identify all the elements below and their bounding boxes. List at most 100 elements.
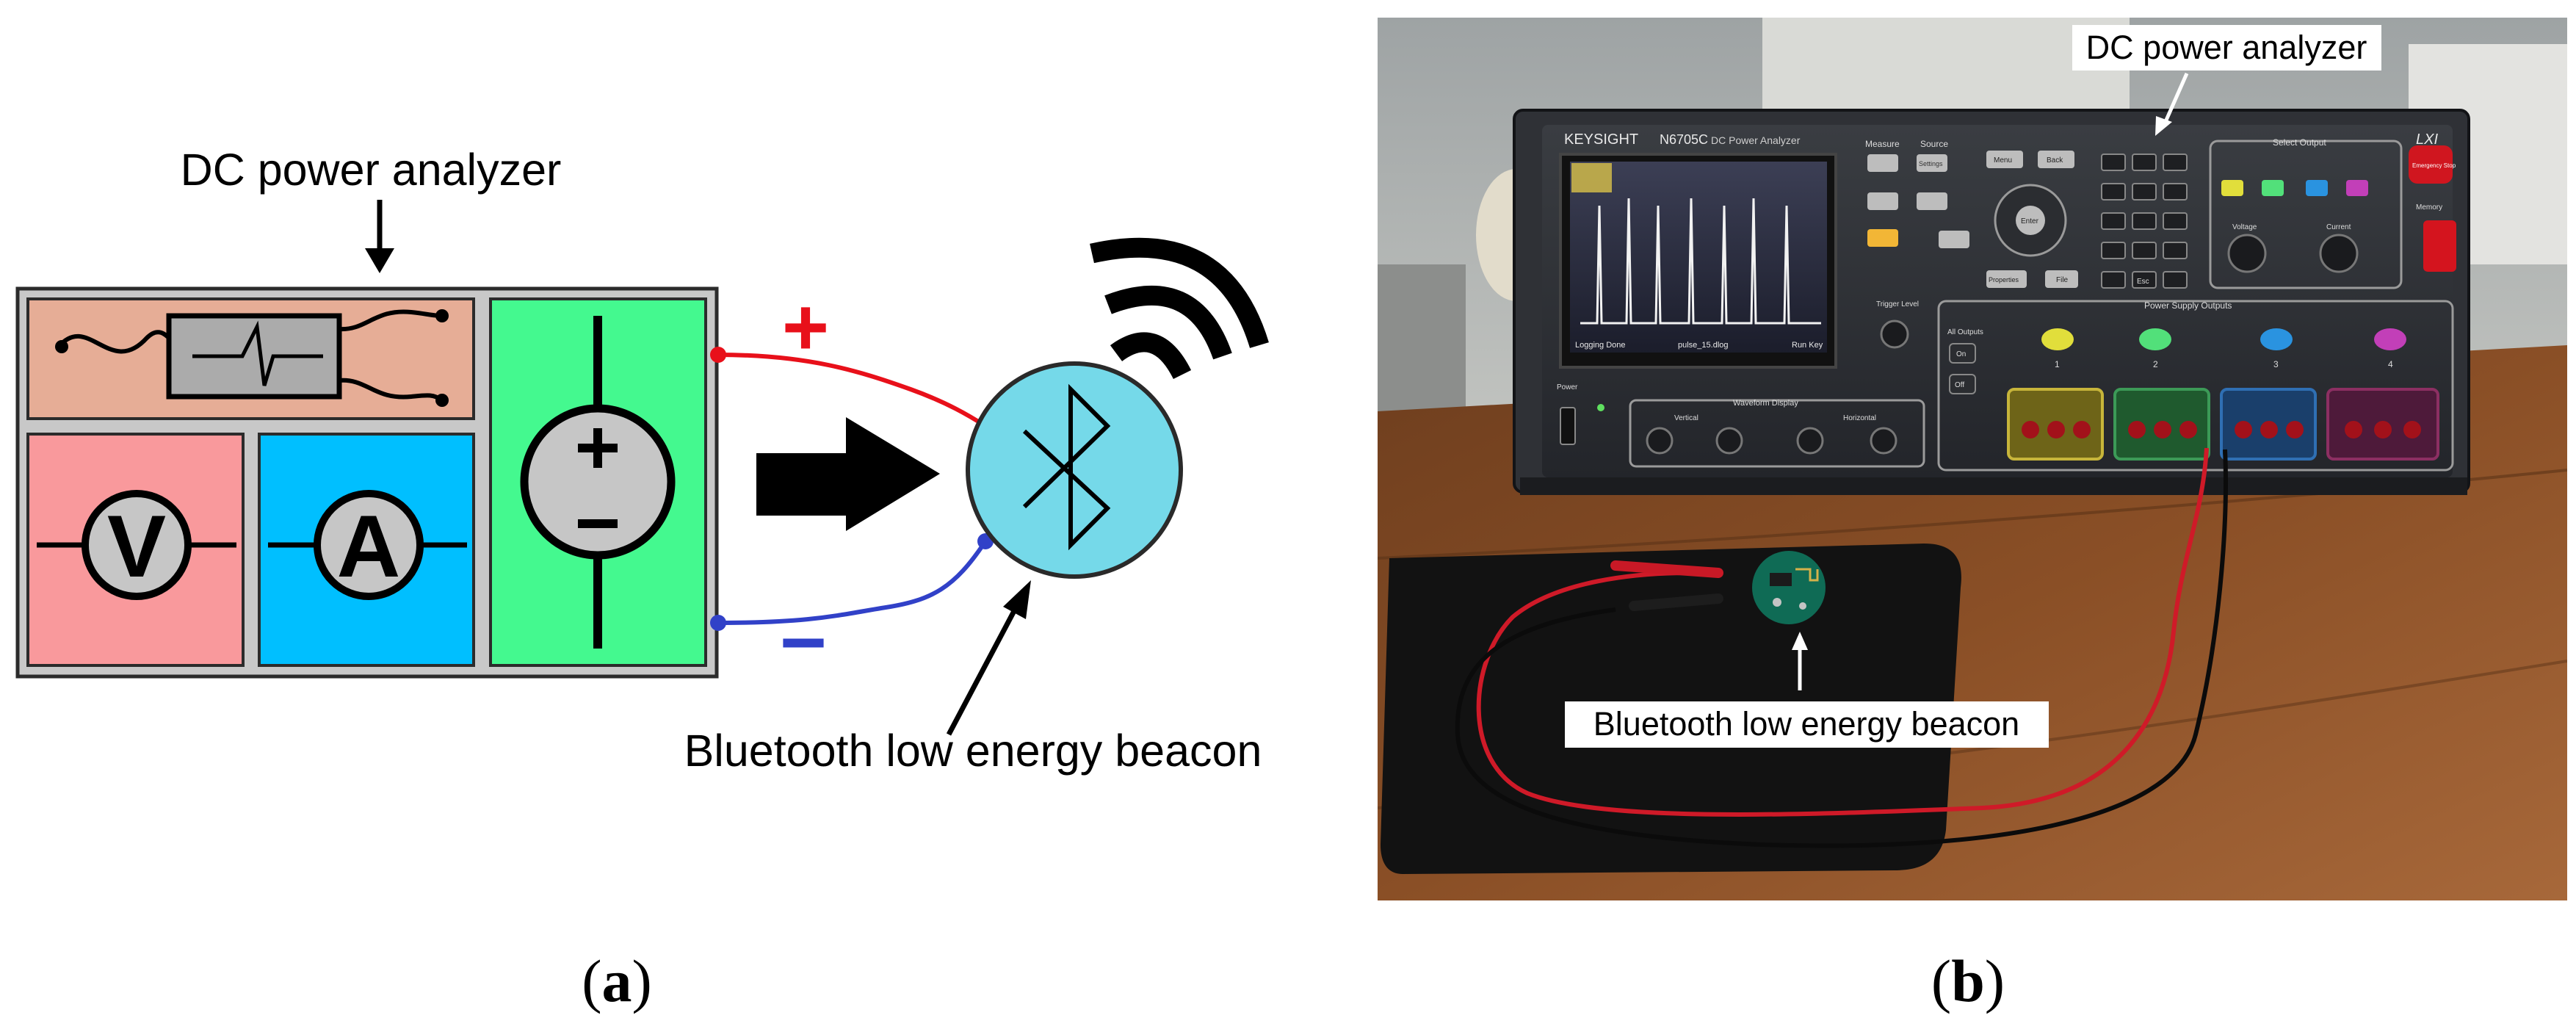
bluetooth-icon	[1022, 383, 1111, 551]
brand-text: KEYSIGHT	[1564, 131, 1638, 148]
back-label: Back	[2047, 156, 2063, 165]
ammeter-icon: A	[268, 490, 467, 600]
caption-a: (a)	[582, 947, 652, 1014]
voltage-knob	[2227, 234, 2267, 273]
horizontal-label: Horizontal	[1843, 414, 1876, 422]
all-outputs-label: All Outputs	[1947, 328, 1983, 336]
measure-button-1	[1867, 154, 1898, 172]
keypad	[2101, 154, 2188, 289]
low-pass-filter-icon	[55, 309, 449, 407]
channel-3-number: 3	[2273, 359, 2279, 369]
file-button	[2045, 270, 2078, 288]
source-button-3	[1939, 231, 1969, 248]
power-switch	[1560, 407, 1576, 445]
beacon-board	[1752, 551, 1826, 624]
waveform-display-panel	[1629, 399, 1925, 468]
all-on-button	[1949, 343, 1976, 364]
emergency-stop-button	[2409, 145, 2453, 184]
source-label: Source	[1920, 139, 1948, 149]
ammeter-block: A	[258, 433, 475, 667]
waveform-knob-3	[1796, 427, 1824, 455]
beacon-label-b: Bluetooth low energy beacon	[1593, 705, 2019, 743]
esc-label: Esc	[2137, 278, 2149, 286]
screen-run: Run Key	[1792, 341, 1823, 350]
output-channel-3: 3	[2220, 328, 2317, 461]
beacon-pointer-arrow	[946, 580, 1031, 736]
ammeter-letter: A	[337, 497, 401, 596]
arrow-right-icon	[756, 417, 940, 531]
channel-3-select	[2306, 180, 2328, 196]
source-button-2	[1917, 192, 1947, 210]
menu-label: Menu	[1994, 156, 2012, 165]
file-label: File	[2056, 276, 2069, 284]
low-pass-filter-block	[26, 297, 475, 420]
waveform-knob-1	[1646, 427, 1674, 455]
model-text: N6705C	[1660, 132, 1708, 147]
voltmeter-block: V	[26, 433, 245, 667]
plus-sign: +	[782, 282, 829, 372]
waveform-knob-2	[1715, 427, 1743, 455]
power-label: Power	[1557, 383, 1578, 391]
panel-a-diagram: DC power analyzer	[15, 145, 1269, 1014]
waveform-display-label: Waveform Display	[1733, 399, 1798, 408]
screen-file: pulse_15.dlog	[1678, 341, 1729, 350]
channel-2-select	[2262, 180, 2284, 196]
panel-b-photo: KEYSIGHT N6705C DC Power Analyzer LXI Lo…	[1378, 18, 2567, 1014]
current-knob	[2319, 234, 2359, 273]
caption-b-letter: b	[1951, 947, 1985, 1014]
power-analyzer-instrument: KEYSIGHT N6705C DC Power Analyzer LXI Lo…	[1513, 109, 2470, 495]
channel-2-number: 2	[2153, 359, 2158, 369]
back-button	[2038, 151, 2074, 168]
photo-analyzer-label: DC power analyzer	[2072, 25, 2381, 136]
properties-button	[1986, 270, 2027, 288]
settings-label: Settings	[1919, 160, 1943, 167]
caption-a-letter: a	[602, 947, 632, 1014]
enter-label: Enter	[2021, 217, 2039, 225]
vertical-label: Vertical	[1674, 414, 1698, 422]
dc-source-icon	[520, 316, 676, 649]
all-on-label: On	[1956, 350, 1966, 358]
analyzer-label-b: DC power analyzer	[2086, 29, 2367, 66]
red-cable	[1476, 447, 2209, 817]
properties-label: Properties	[1989, 276, 2019, 284]
minus-sign: −	[780, 597, 827, 687]
caption-b: (b)	[1931, 947, 2005, 1014]
power-led	[1597, 404, 1604, 411]
power-supply-outputs-panel	[1937, 300, 2454, 472]
screen-status: Logging Done	[1575, 341, 1626, 350]
photo-beacon-label: Bluetooth low energy beacon	[1565, 632, 2049, 748]
analyzer-label-a: DC power analyzer	[181, 145, 562, 195]
measure-button-3	[1867, 229, 1898, 247]
channel-1-number: 1	[2055, 359, 2060, 369]
output-channel-1: 1	[2007, 328, 2104, 461]
all-off-button	[1949, 374, 1976, 394]
enter-button	[2016, 206, 2045, 235]
wireless-signal-icon	[1090, 237, 1269, 380]
beacon-label-a: Bluetooth low energy beacon	[684, 726, 1262, 776]
settings-button	[1917, 154, 1947, 172]
trigger-level-label: Trigger Level	[1876, 300, 1919, 308]
memory-label: Memory	[2416, 203, 2442, 212]
measure-button-2	[1867, 192, 1898, 210]
channel-4-number: 4	[2388, 359, 2393, 369]
all-off-label: Off	[1955, 381, 1964, 389]
select-output-label: Select Output	[2273, 137, 2326, 148]
dc-source-block	[489, 297, 707, 667]
menu-button	[1986, 151, 2023, 168]
channel-1-select	[2221, 180, 2243, 196]
measure-label: Measure	[1865, 139, 1900, 149]
output-channel-4: 4	[2326, 328, 2439, 461]
lxi-text: LXI	[2416, 131, 2438, 148]
negative-wire	[710, 533, 994, 631]
analyzer-pointer-arrow	[365, 200, 394, 273]
voltmeter-icon: V	[37, 490, 236, 600]
voltmeter-letter: V	[107, 497, 166, 596]
model-desc-text: DC Power Analyzer	[1711, 134, 1801, 146]
power-supply-outputs-label: Power Supply Outputs	[2144, 300, 2232, 311]
channel-4-select	[2346, 180, 2368, 196]
emergency-stop-label: Emergency Stop	[2412, 162, 2456, 169]
analyzer-screen: Logging Done pulse_15.dlog Run Key	[1559, 153, 1837, 369]
current-label: Current	[2326, 223, 2351, 231]
black-cable	[1455, 449, 2228, 848]
trigger-knob	[1880, 319, 1909, 349]
